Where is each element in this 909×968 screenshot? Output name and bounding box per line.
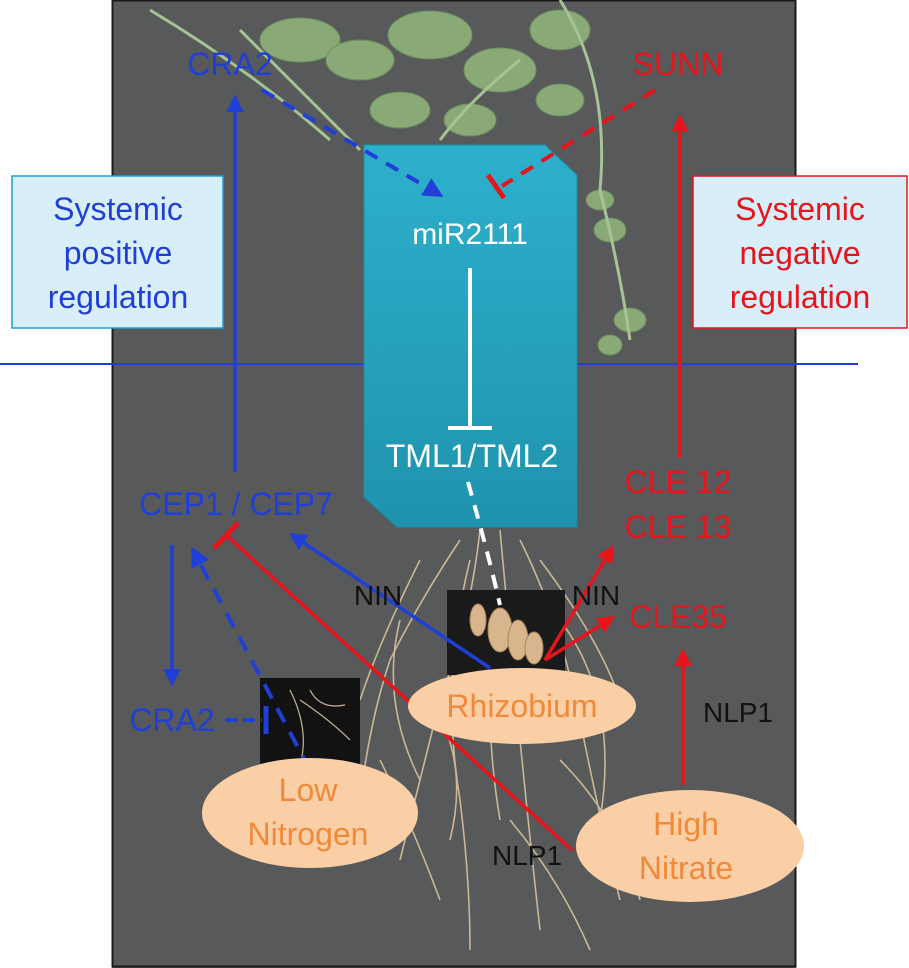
high-nitrate-line-2: Nitrate (639, 850, 733, 886)
rhizobium-label: Rhizobium (446, 688, 597, 724)
shoot-stems-illustration (149, 0, 632, 341)
mir2111-label: miR2111 (412, 218, 528, 251)
nlp1-right-label: NLP1 (703, 697, 773, 728)
shoot-foliage-illustration (259, 9, 647, 356)
nin-right-label: NIN (572, 580, 620, 611)
high-nitrate-inhibits-cep-line (224, 533, 574, 852)
rhizobium-to-cle12-arrow (543, 544, 614, 661)
nodule-illustration (469, 603, 544, 665)
nlp1-bottom-label: NLP1 (492, 840, 562, 871)
high-nitrate-ellipse (576, 790, 804, 902)
systemic-negative-line-2: negative (740, 235, 861, 271)
tml-label: TML1/TML2 (386, 438, 558, 474)
low-nitrogen-line-1: Low (279, 772, 339, 808)
high-nitrate-line-1: High (653, 806, 719, 842)
low-nitrogen-to-cep-dashed-arrow (191, 546, 312, 771)
rhizobium-to-cle35-arrow (544, 616, 615, 662)
systemic-negative-box (692, 175, 908, 329)
tml-to-nodule-dashed (466, 481, 502, 606)
systemic-negative-line-3: regulation (730, 279, 871, 315)
sunn-inhibits-mir2111-dashed (500, 88, 657, 188)
cra2-root-label: CRA2 (129, 702, 214, 738)
rhizobium-to-cep-arrow (289, 533, 491, 670)
systemic-negative-line-1: Systemic (735, 191, 865, 227)
cle12-label: CLE 12 (625, 464, 732, 500)
sunn-inhibit-bar (485, 173, 507, 200)
low-nitrogen-ellipse (202, 758, 418, 868)
low-nitrogen-line-2: Nitrogen (248, 816, 369, 852)
systemic-positive-line-3: regulation (48, 279, 189, 315)
cra2-shoot-label: CRA2 (187, 46, 272, 82)
sunn-label: SUNN (633, 46, 724, 82)
systemic-positive-line-1: Systemic (53, 191, 183, 227)
cep-label: CEP1 / CEP7 (139, 486, 333, 522)
high-nitrate-inhibit-bar (212, 521, 240, 550)
cle35-label: CLE35 (629, 599, 727, 635)
nin-left-label: NIN (354, 580, 402, 611)
cra2-to-mir2111-dashed-arrow (260, 88, 444, 198)
systemic-positive-line-2: positive (64, 235, 173, 271)
rhizobium-ellipse (408, 668, 636, 744)
cle13-label: CLE 13 (625, 509, 732, 545)
low-nitrogen-root-inset (260, 678, 360, 768)
photo-frame (111, 0, 797, 968)
systemic-positive-box (11, 175, 224, 329)
